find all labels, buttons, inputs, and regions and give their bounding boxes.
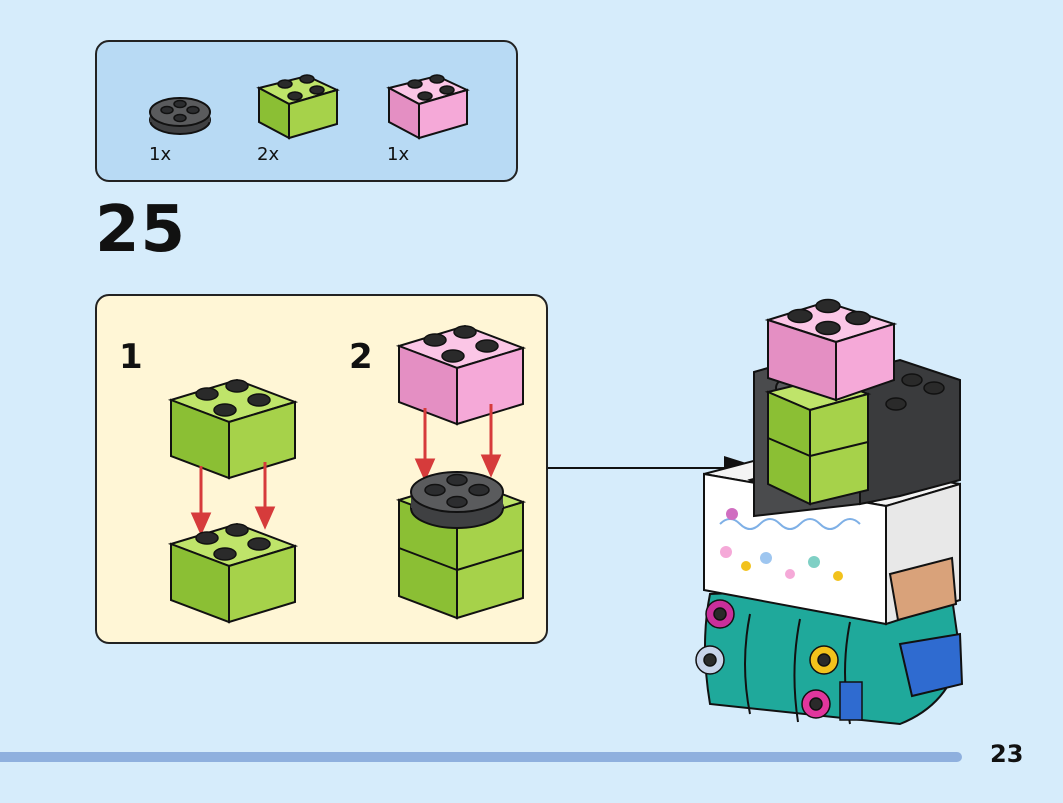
lime-brick-bottom — [167, 522, 299, 624]
part-pink-brick-icon — [386, 74, 470, 140]
lime-brick-top — [167, 378, 299, 480]
part-qty: 1x — [149, 144, 172, 165]
part-lime-brick-icon — [256, 74, 340, 140]
step-number: 25 — [95, 193, 187, 267]
progress-bar — [0, 752, 962, 762]
substep-panel: 1 2 — [95, 294, 548, 644]
pink-brick — [395, 324, 527, 426]
part-qty: 1x — [387, 144, 410, 165]
parts-list: 1x 2x 1x — [95, 40, 518, 182]
substep-2-illustration — [395, 324, 527, 620]
page-number: 23 — [990, 740, 1024, 768]
substep-1-illustration — [167, 378, 299, 624]
substep-label-2: 2 — [349, 337, 373, 377]
part-round-plate-icon — [149, 97, 211, 135]
assembled-model-illustration — [695, 298, 964, 726]
round-plate — [410, 471, 504, 529]
part-qty: 2x — [257, 144, 280, 165]
substep-label-1: 1 — [119, 337, 143, 377]
